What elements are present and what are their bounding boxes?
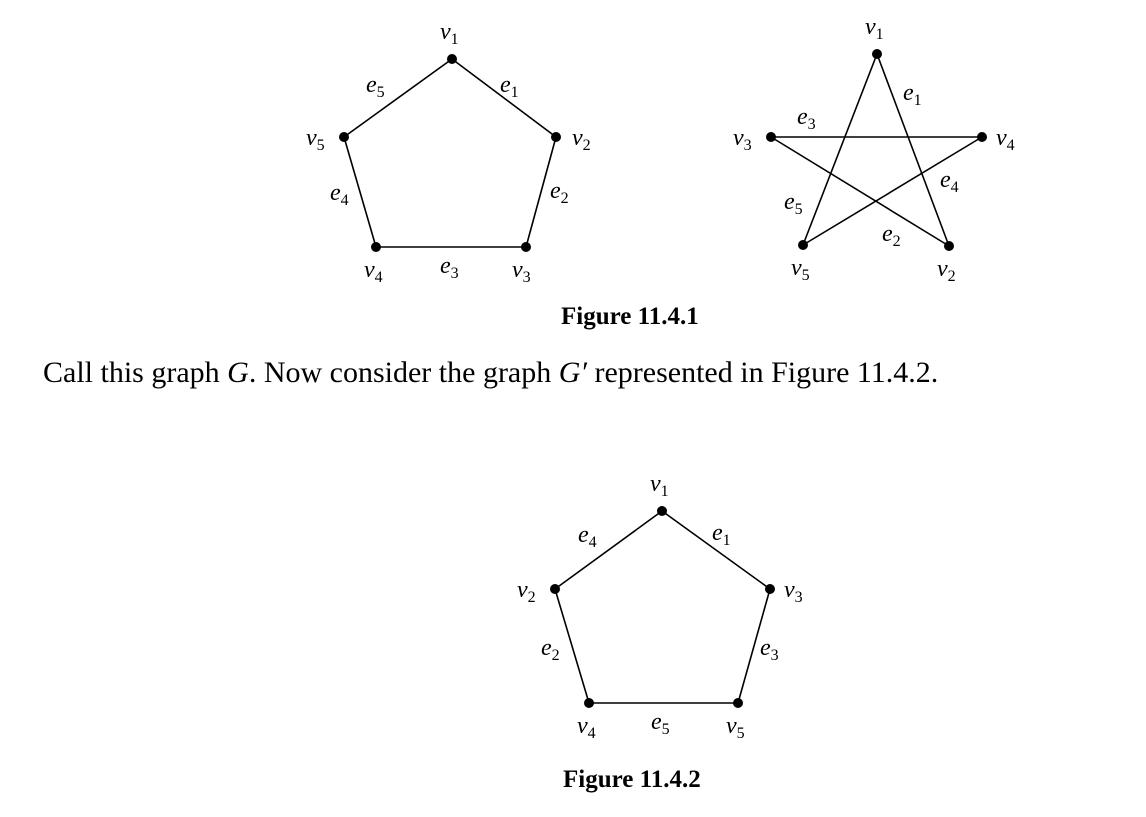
g3-edge-label-e1: e1 bbox=[712, 520, 731, 549]
g2-vertex-label-v2: v2 bbox=[937, 256, 956, 285]
g2-edge-label-e4: e4 bbox=[940, 167, 959, 196]
g2-vertex-v2 bbox=[944, 241, 954, 251]
paragraph: Call this graph G. Now consider the grap… bbox=[43, 356, 938, 390]
g2-vertex-label-v3: v3 bbox=[733, 125, 752, 154]
g3-vertex-v2 bbox=[550, 584, 560, 594]
g3-vertex-label-v1: v1 bbox=[650, 471, 669, 500]
graph-g-prime-symbol: G′ bbox=[558, 356, 587, 389]
g2-edge-v4-v5 bbox=[802, 136, 983, 246]
paragraph-text-2: . Now consider the graph bbox=[248, 356, 559, 389]
g1-edge-v4-v5 bbox=[343, 136, 377, 248]
g3-vertex-label-v3: v3 bbox=[784, 577, 803, 606]
g1-edge-v1-v2 bbox=[451, 58, 557, 138]
g1-vertex-v4 bbox=[371, 242, 381, 252]
g3-vertex-v4 bbox=[584, 698, 594, 708]
paragraph-text-3: represented in Figure 11.4.2. bbox=[586, 356, 939, 389]
g2-edge-v2-v3 bbox=[770, 136, 950, 247]
g3-edge-v2-v1 bbox=[554, 510, 663, 590]
g2-vertex-label-v4: v4 bbox=[996, 125, 1015, 154]
figure-11-4-2-caption: Figure 11.4.2 bbox=[563, 766, 701, 793]
g1-vertex-v2 bbox=[551, 132, 561, 142]
g2-vertex-v5 bbox=[798, 240, 808, 250]
g2-edge-label-e1: e1 bbox=[903, 80, 922, 109]
g3-edge-label-e3: e3 bbox=[760, 635, 779, 664]
paragraph-text-1: Call this graph bbox=[43, 356, 228, 389]
g1-vertex-label-v5: v5 bbox=[306, 125, 325, 154]
figure-11-4-1-caption: Figure 11.4.1 bbox=[561, 303, 699, 330]
g3-edge-label-e5: e5 bbox=[651, 709, 670, 738]
g1-edge-v5-v1 bbox=[343, 58, 453, 138]
g2-edge-v5-v1 bbox=[802, 53, 878, 246]
g1-vertex-v3 bbox=[521, 242, 531, 252]
g1-edge-label-e4: e4 bbox=[330, 180, 349, 209]
g3-edge-v3-v5 bbox=[737, 588, 771, 704]
graph-g-symbol: G bbox=[227, 356, 249, 389]
g2-vertex-label-v5: v5 bbox=[791, 255, 810, 284]
g3-vertex-label-v4: v4 bbox=[577, 713, 596, 742]
g2-vertex-v4 bbox=[977, 132, 987, 142]
g3-vertex-label-v5: v5 bbox=[726, 713, 745, 742]
g2-edge-v1-v2 bbox=[876, 53, 950, 247]
g1-edge-v2-v3 bbox=[525, 136, 557, 248]
g1-vertex-label-v3: v3 bbox=[512, 257, 531, 286]
g3-edge-v1-v3 bbox=[661, 510, 771, 590]
g2-edge-label-e3: e3 bbox=[797, 104, 816, 133]
g1-vertex-label-v2: v2 bbox=[572, 125, 591, 154]
g1-edge-label-e2: e2 bbox=[550, 178, 569, 207]
g1-edge-label-e3: e3 bbox=[440, 253, 459, 282]
g2-edge-label-e2: e2 bbox=[882, 221, 901, 250]
g3-edge-label-e4: e4 bbox=[578, 522, 597, 551]
g2-vertex-v1 bbox=[872, 49, 882, 59]
g1-edge-label-e1: e1 bbox=[500, 72, 519, 101]
g1-vertex-v1 bbox=[447, 54, 457, 64]
g1-vertex-v5 bbox=[339, 132, 349, 142]
g3-edge-v4-v2 bbox=[554, 588, 590, 704]
g3-vertex-v1 bbox=[657, 506, 667, 516]
g3-vertex-label-v2: v2 bbox=[517, 577, 536, 606]
g3-vertex-v3 bbox=[765, 584, 775, 594]
g1-vertex-label-v4: v4 bbox=[364, 257, 383, 286]
g3-vertex-v5 bbox=[733, 698, 743, 708]
g2-edge-label-e5: e5 bbox=[784, 189, 803, 218]
g3-edge-label-e2: e2 bbox=[541, 635, 560, 664]
g2-vertex-v3 bbox=[766, 132, 776, 142]
g2-vertex-label-v1: v1 bbox=[865, 14, 884, 43]
g1-vertex-label-v1: v1 bbox=[440, 19, 459, 48]
g1-edge-label-e5: e5 bbox=[366, 72, 385, 101]
